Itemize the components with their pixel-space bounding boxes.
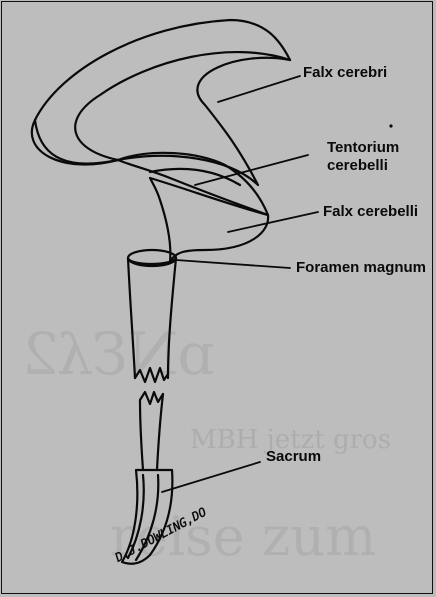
dural-anatomy-figure: ɒNƐʎ2 MBH jetzt gros reise zum bbox=[0, 0, 436, 597]
figure-frame bbox=[1, 1, 433, 594]
